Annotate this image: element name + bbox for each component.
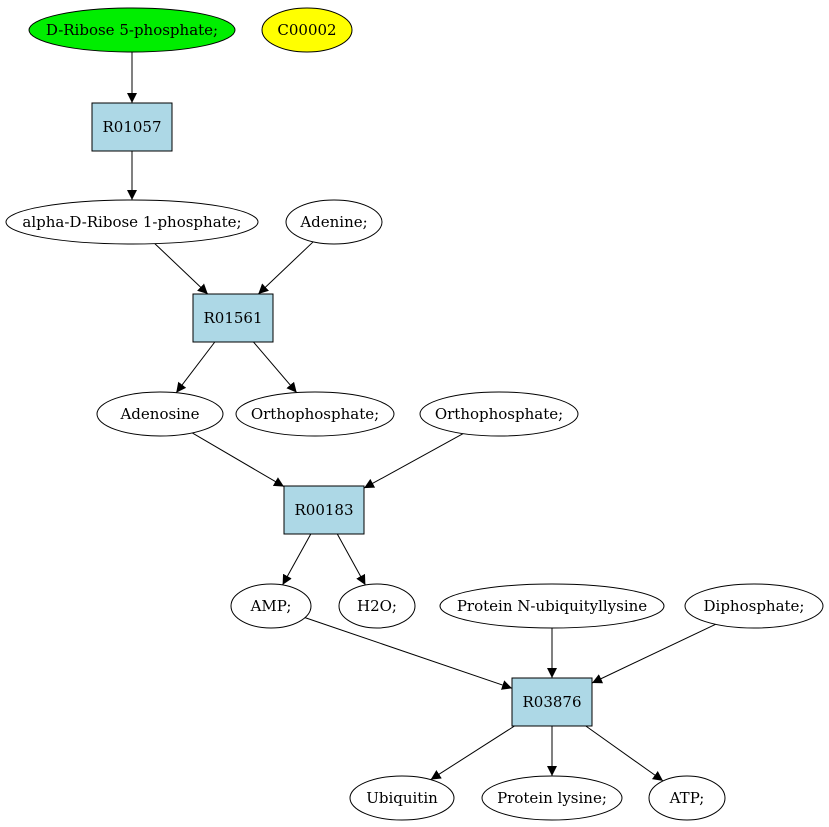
- compound-ellipse: [235, 391, 395, 437]
- compound-node-ribose5p[interactable]: D-Ribose 5-phosphate;: [28, 7, 236, 53]
- node-label: Ubiquitin: [366, 789, 438, 807]
- compound-ellipse: [439, 583, 665, 629]
- compound-ellipse: [230, 583, 312, 629]
- compound-ellipse: [419, 391, 579, 437]
- compound-ellipse: [481, 775, 623, 821]
- compound-node-h2o[interactable]: H2O;: [338, 583, 416, 629]
- reaction-node-r01057[interactable]: R01057: [91, 102, 173, 152]
- reaction-node-r00183[interactable]: R00183: [283, 485, 365, 535]
- compound-node-orthophosphate1[interactable]: Orthophosphate;: [235, 391, 395, 437]
- compound-ellipse: [349, 775, 455, 821]
- node-label: AMP;: [250, 597, 292, 615]
- edge-adenine-to-r01561: [257, 241, 314, 295]
- node-label: D-Ribose 5-phosphate;: [46, 21, 218, 39]
- edge-r01561-to-orthophosphate1: [253, 341, 298, 393]
- node-label: R01561: [203, 309, 262, 327]
- node-label: ATP;: [669, 789, 705, 807]
- compound-ellipse: [96, 391, 224, 437]
- node-label: Orthophosphate;: [251, 405, 379, 423]
- reaction-node-r01561[interactable]: R01561: [192, 293, 274, 343]
- compound-ellipse: [338, 583, 416, 629]
- reaction-box: [91, 102, 173, 152]
- compound-node-ribose1p[interactable]: alpha-D-Ribose 1-phosphate;: [5, 199, 259, 245]
- compound-node-adenosine[interactable]: Adenosine: [96, 391, 224, 437]
- node-label: C00002: [277, 21, 336, 39]
- compound-ellipse: [261, 7, 353, 53]
- edge-ribose1p-to-r01561: [154, 243, 209, 295]
- edge-r03876-to-atp: [585, 725, 664, 782]
- compound-node-orthophosphate2[interactable]: Orthophosphate;: [419, 391, 579, 437]
- compound-ellipse: [285, 199, 383, 245]
- compound-ellipse: [5, 199, 259, 245]
- reaction-box: [511, 677, 593, 727]
- node-label: Adenosine: [119, 405, 199, 423]
- reaction-box: [192, 293, 274, 343]
- compound-node-protein-ubiq[interactable]: Protein N-ubiquityllysine: [439, 583, 665, 629]
- node-label: Protein N-ubiquityllysine: [457, 597, 647, 615]
- compound-node-c00002[interactable]: C00002: [261, 7, 353, 53]
- compound-ellipse: [684, 583, 824, 629]
- reaction-box: [283, 485, 365, 535]
- compound-ellipse: [28, 7, 236, 53]
- compound-node-adenine[interactable]: Adenine;: [285, 199, 383, 245]
- reaction-node-r03876[interactable]: R03876: [511, 677, 593, 727]
- node-label: Diphosphate;: [704, 597, 805, 615]
- compound-node-diphosphate[interactable]: Diphosphate;: [684, 583, 824, 629]
- edge-r00183-to-amp: [282, 533, 312, 586]
- edge-r00183-to-h2o: [336, 533, 366, 586]
- edge-adenosine-to-r00183: [192, 432, 285, 488]
- node-label: R03876: [522, 693, 581, 711]
- edge-diphosphate-to-r03876: [591, 623, 716, 684]
- edge-orthophosphate2-to-r00183: [363, 433, 464, 489]
- edge-r01561-to-adenosine: [175, 341, 216, 394]
- node-label: Protein lysine;: [497, 789, 607, 807]
- node-label: R01057: [102, 118, 161, 136]
- node-label: Adenine;: [299, 213, 367, 231]
- compound-node-protein-lysine[interactable]: Protein lysine;: [481, 775, 623, 821]
- compound-node-atp[interactable]: ATP;: [648, 775, 726, 821]
- node-label: Orthophosphate;: [435, 405, 563, 423]
- compound-node-amp[interactable]: AMP;: [230, 583, 312, 629]
- node-label: alpha-D-Ribose 1-phosphate;: [22, 213, 241, 231]
- node-label: H2O;: [357, 597, 397, 615]
- edges-layer: [127, 52, 716, 782]
- compound-ellipse: [648, 775, 726, 821]
- node-label: R00183: [294, 501, 353, 519]
- edge-r03876-to-ubiquitin: [430, 725, 515, 781]
- edge-amp-to-r03876: [304, 617, 513, 690]
- compound-node-ubiquitin[interactable]: Ubiquitin: [349, 775, 455, 821]
